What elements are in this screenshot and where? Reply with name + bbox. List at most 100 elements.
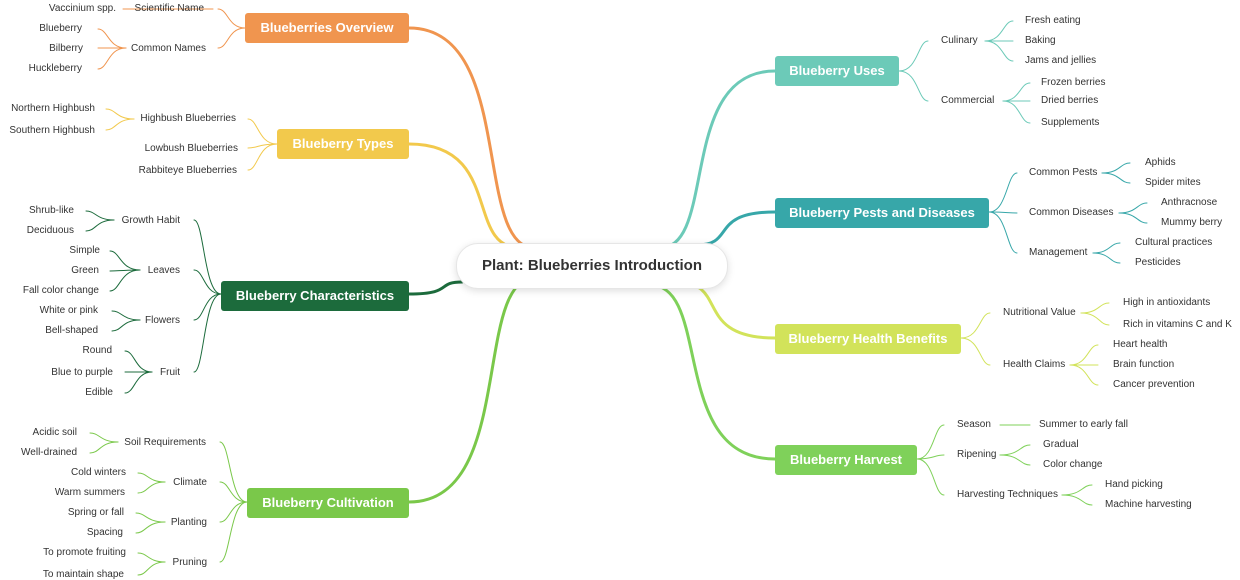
branch-blueberry-uses[interactable]: Blueberry Uses [775, 56, 899, 86]
topic-promote-fruiting[interactable]: To promote fruiting [43, 547, 126, 558]
topic-maintain-shape[interactable]: To maintain shape [42, 569, 124, 580]
topic-heart-health[interactable]: Heart health [1113, 339, 1168, 350]
topic-fruit[interactable]: Fruit [160, 367, 180, 378]
topic-rabbiteye[interactable]: Rabbiteye Blueberries [138, 165, 237, 176]
topic-bell-shaped[interactable]: Bell-shaped [45, 325, 98, 336]
topic-northern-highbush[interactable]: Northern Highbush [11, 103, 95, 114]
topic-growth-habit[interactable]: Growth Habit [121, 215, 180, 226]
topic-climate[interactable]: Climate [173, 477, 207, 488]
topic-flowers[interactable]: Flowers [144, 315, 180, 326]
fan-health-1 [960, 337, 991, 366]
topic-common-pests[interactable]: Common Pests [1029, 167, 1098, 178]
fan-culinary-2 [984, 40, 1014, 62]
topic-scientific-name[interactable]: Scientific Name [134, 3, 204, 14]
topic-health-claims[interactable]: Health Claims [1003, 359, 1066, 370]
topic-machine-harvesting[interactable]: Machine harvesting [1105, 499, 1192, 510]
topic-southern-highbush[interactable]: Southern Highbush [9, 125, 95, 136]
topic-baking[interactable]: Baking [1025, 35, 1056, 46]
topic-spring-fall[interactable]: Spring or fall [67, 507, 124, 518]
topic-brain-function[interactable]: Brain function [1113, 359, 1175, 370]
fan-overview-1 [217, 27, 246, 49]
branch-blueberry-pests-diseases[interactable]: Blueberry Pests and Diseases [775, 198, 989, 228]
fan-characteristics-2 [193, 293, 222, 321]
fan-flowers-0 [111, 310, 141, 321]
topic-hand-picking[interactable]: Hand picking [1105, 479, 1163, 490]
topic-white-pink[interactable]: White or pink [39, 305, 98, 316]
topic-management[interactable]: Management [1029, 247, 1088, 258]
fan-cultivation-0 [219, 441, 248, 503]
fan-health-0 [960, 312, 991, 339]
fan-culinary-0 [984, 20, 1014, 42]
topic-vitamins[interactable]: Rich in vitamins C and K [1123, 319, 1232, 330]
topic-well-drained[interactable]: Well-drained [21, 447, 77, 458]
topic-simple[interactable]: Simple [69, 245, 100, 256]
topic-supplements[interactable]: Supplements [1041, 117, 1100, 128]
topic-harvesting-techniques[interactable]: Harvesting Techniques [957, 489, 1058, 500]
fan-techniques-1 [1061, 494, 1093, 506]
topic-cancer-prevention[interactable]: Cancer prevention [1113, 379, 1195, 390]
fan-harvest-0 [916, 424, 945, 460]
topic-soil-requirements[interactable]: Soil Requirements [124, 437, 206, 448]
topic-anthracnose[interactable]: Anthracnose [1161, 197, 1218, 208]
topic-culinary[interactable]: Culinary [941, 35, 978, 46]
topic-blueberry[interactable]: Blueberry [39, 23, 82, 34]
branch-blueberry-types[interactable]: Blueberry Types [277, 129, 409, 159]
topic-leaves[interactable]: Leaves [147, 265, 180, 276]
topic-cultural-practices[interactable]: Cultural practices [1135, 237, 1213, 248]
topic-pruning[interactable]: Pruning [172, 557, 207, 568]
topic-dried[interactable]: Dried berries [1041, 95, 1099, 106]
fan-uses-0 [898, 40, 929, 72]
link-health [678, 281, 777, 340]
fan-management-0 [1092, 242, 1121, 254]
topic-frozen[interactable]: Frozen berries [1041, 77, 1106, 88]
root-node[interactable]: Plant: Blueberries Introduction [456, 243, 728, 289]
topic-common-diseases[interactable]: Common Diseases [1029, 207, 1114, 218]
topic-round[interactable]: Round [82, 345, 112, 356]
fan-overview-0 [217, 8, 246, 29]
topic-spacing[interactable]: Spacing [86, 527, 123, 538]
topic-season[interactable]: Season [957, 419, 991, 430]
fan-claims-2 [1069, 364, 1099, 386]
branch-blueberry-cultivation[interactable]: Blueberry Cultivation [247, 488, 409, 518]
topic-summer-fall[interactable]: Summer to early fall [1039, 419, 1128, 430]
topic-fresh-eating[interactable]: Fresh eating [1025, 15, 1081, 26]
topic-aphids[interactable]: Aphids [1145, 157, 1176, 168]
topic-gradual[interactable]: Gradual [1043, 439, 1079, 450]
topic-deciduous[interactable]: Deciduous [26, 225, 74, 236]
topic-huckleberry[interactable]: Huckleberry [28, 63, 82, 74]
branch-blueberry-health-benefits[interactable]: Blueberry Health Benefits [775, 324, 961, 354]
fan-common-pests-1 [1101, 172, 1131, 184]
topic-common-names[interactable]: Common Names [130, 43, 206, 54]
branch-blueberry-harvest[interactable]: Blueberry Harvest [775, 445, 917, 475]
topic-planting[interactable]: Planting [170, 517, 207, 528]
topic-spider-mites[interactable]: Spider mites [1145, 177, 1201, 188]
fan-leaves-0 [109, 250, 141, 271]
topic-antioxidants[interactable]: High in antioxidants [1123, 297, 1211, 308]
topic-bilberry[interactable]: Bilberry [49, 43, 83, 54]
topic-shrub-like[interactable]: Shrub-like [28, 205, 74, 216]
topic-fall-color[interactable]: Fall color change [22, 285, 99, 296]
fan-flowers-1 [111, 319, 141, 332]
topic-acidic-soil[interactable]: Acidic soil [32, 427, 77, 438]
branch-blueberries-overview[interactable]: Blueberries Overview [245, 13, 409, 43]
fan-management-1 [1092, 252, 1121, 264]
topic-warm-summers[interactable]: Warm summers [54, 487, 125, 498]
topic-ripening[interactable]: Ripening [957, 449, 997, 460]
topic-color-change[interactable]: Color change [1043, 459, 1103, 470]
topic-vaccinium[interactable]: Vaccinium spp. [48, 3, 116, 14]
topic-nutritional-value[interactable]: Nutritional Value [1003, 307, 1076, 318]
topic-pesticides[interactable]: Pesticides [1135, 257, 1181, 268]
topic-green[interactable]: Green [71, 265, 99, 276]
topic-blue-purple[interactable]: Blue to purple [51, 367, 113, 378]
topic-mummy-berry[interactable]: Mummy berry [1161, 217, 1223, 228]
topic-highbush[interactable]: Highbush Blueberries [140, 113, 236, 124]
fan-cultivation-2 [219, 501, 248, 523]
branch-blueberry-characteristics[interactable]: Blueberry Characteristics [221, 281, 409, 311]
topic-lowbush[interactable]: Lowbush Blueberries [144, 143, 238, 154]
topic-edible[interactable]: Edible [85, 387, 113, 398]
topic-jams[interactable]: Jams and jellies [1025, 55, 1097, 66]
fan-fruit-0 [124, 350, 153, 373]
topic-commercial[interactable]: Commercial [941, 95, 995, 106]
topic-cold-winters[interactable]: Cold winters [70, 467, 126, 478]
